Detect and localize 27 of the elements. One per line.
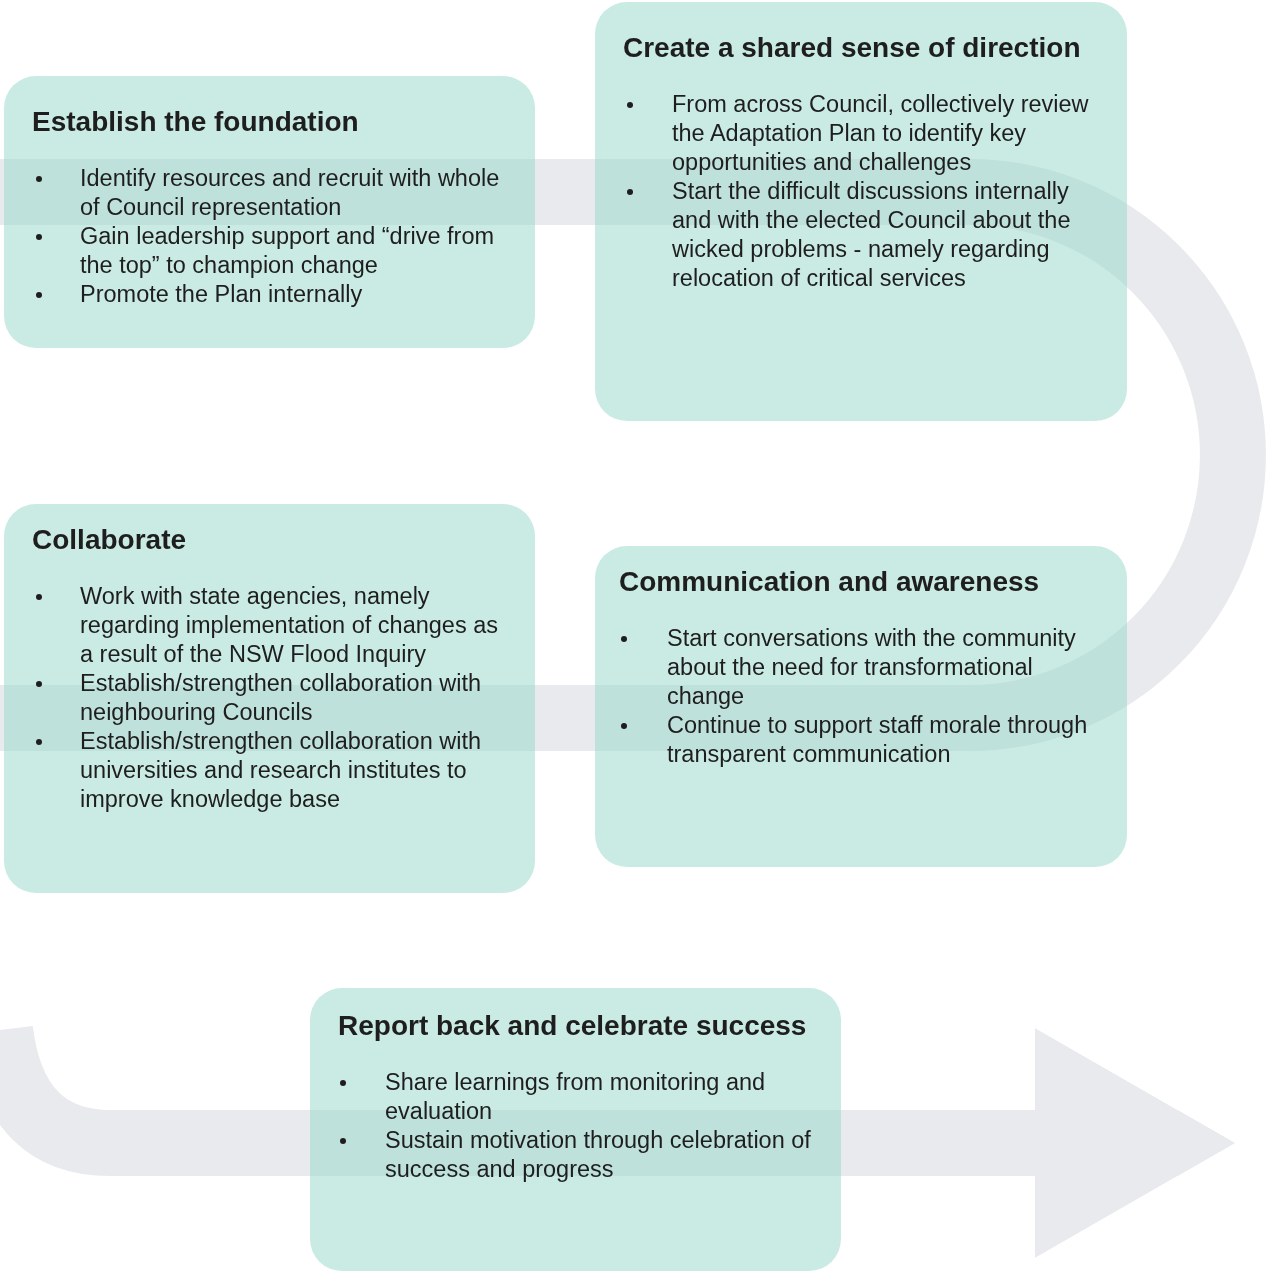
step-card <box>4 76 535 348</box>
card-heading: Establish the foundation <box>32 105 360 139</box>
step-card <box>595 2 1127 421</box>
flow-band <box>0 1024 841 1176</box>
flow-band <box>0 685 970 751</box>
flow-band <box>0 159 970 225</box>
flow-band-arrow <box>841 1028 1235 1258</box>
card-heading: Collaborate <box>32 523 188 557</box>
bullet-text: Establish/strengthen collaboration with neighbouring Councils <box>80 670 482 725</box>
bullet-text: Sustain motivation through celebration of success and progress <box>385 1127 811 1182</box>
bullet-text: Identify resources and recruit with whole of Council representation <box>80 165 500 220</box>
bullet-text: Work with state agencies, namely regarding implementation of changes as a result of the NSW Flood Inquiry <box>80 583 499 667</box>
bullet-text: Start conversations with the community about the need for transformational change <box>667 625 1076 709</box>
bullet-text: Gain leadership support and “drive from the top” to champion change <box>80 223 495 278</box>
bullet-text: From across Council, collectively review the Adaptation Plan to identify key opportunities and challenges <box>672 91 1089 175</box>
card-heading: Report back and celebrate success <box>338 1009 808 1043</box>
bullet-text: Start the difficult discussions internally and with the elected Council about the wicked problems - namely regarding relocation of critical services <box>672 178 1071 291</box>
bullet-text: Establish/strengthen collaboration with universities and research institutes to improve knowledge base <box>80 728 482 812</box>
bullet-text: Promote the Plan internally <box>80 281 363 307</box>
bullet-text: Share learnings from monitoring and evaluation <box>385 1069 766 1124</box>
step-card <box>310 988 841 1271</box>
card-heading: Create a shared sense of direction <box>623 31 1082 65</box>
card-heading: Communication and awareness <box>619 565 1041 599</box>
step-card <box>595 546 1127 867</box>
step-card <box>4 504 535 893</box>
bullet-text: Continue to support staff morale through transparent communication <box>667 712 1088 767</box>
flow-band <box>967 159 1266 751</box>
